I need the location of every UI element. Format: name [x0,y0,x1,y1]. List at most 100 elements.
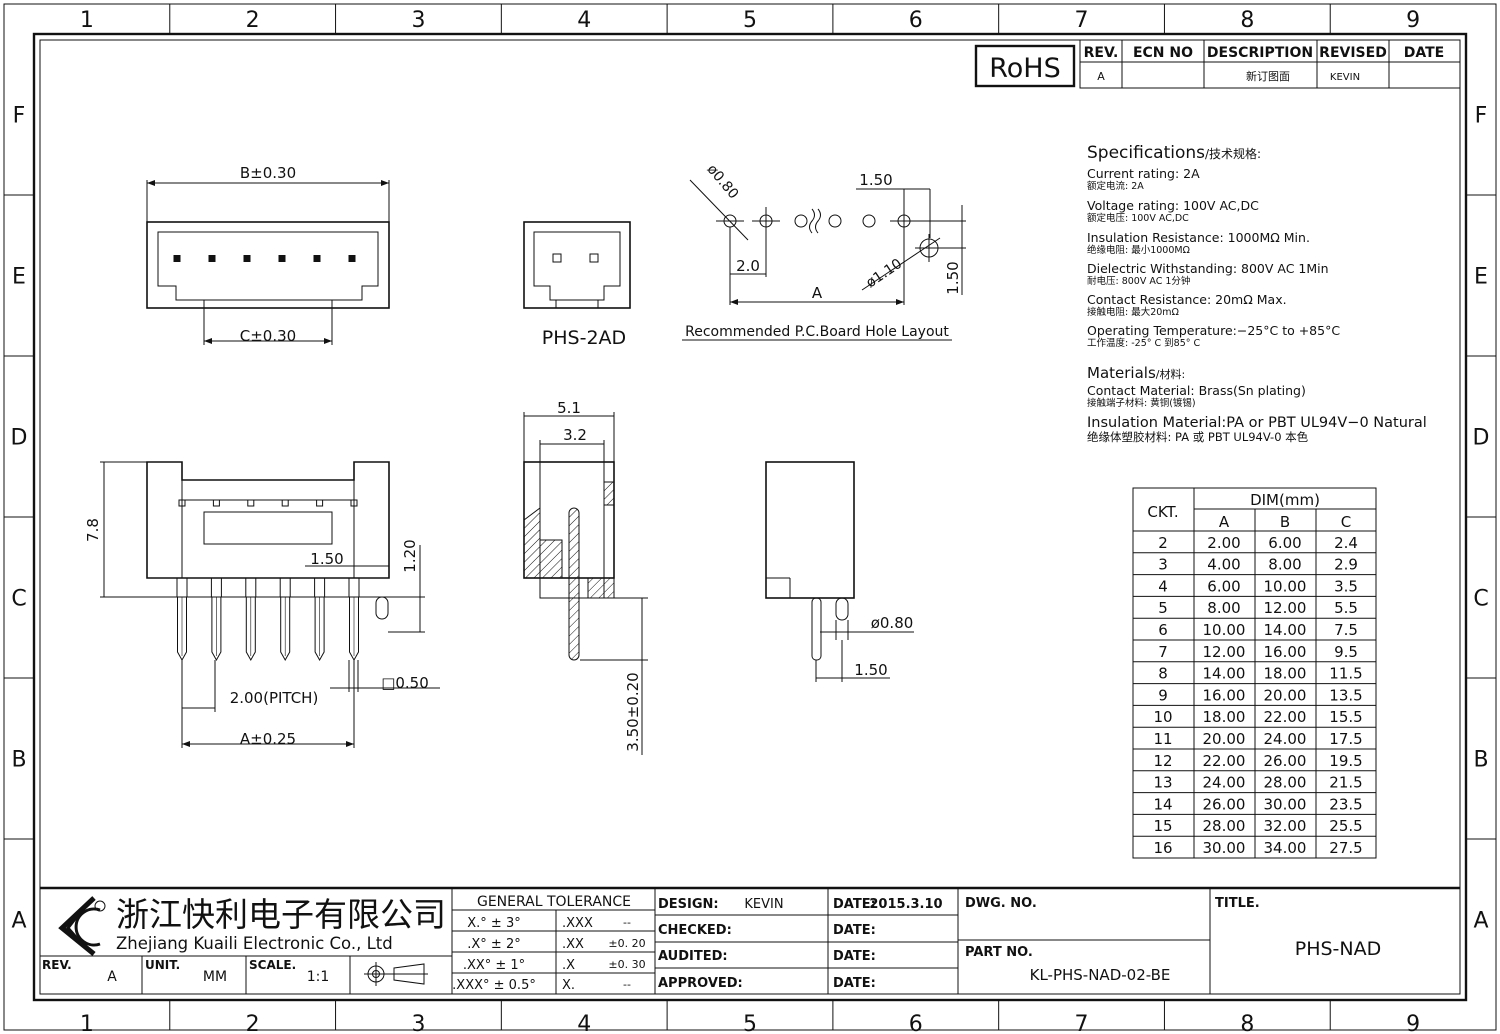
revised-header: REVISED [1319,45,1387,61]
title-label: TITLE. [1215,896,1260,911]
dim-cell: 7.5 [1334,621,1358,639]
spec-item-4-cn: 耐电压: 800V AC 1分钟 [1087,275,1190,287]
tolerance-decimal: .X [562,958,575,973]
dim-cell: 2 [1158,534,1168,552]
zone-col-6-bottom: 6 [909,1012,923,1034]
zone-col-5-top: 5 [743,8,757,33]
dim-cell: 19.5 [1329,752,1362,770]
dim-cell: 25.5 [1329,817,1362,835]
dim-cell: 28.00 [1264,774,1307,792]
front-pin-square: □0.50 [381,674,429,692]
zone-row-B-right: B [1473,748,1488,773]
top-pin-4 [278,255,286,262]
materials-title-cn: /材料: [1156,367,1185,381]
zone-col-1-bottom: 1 [80,1012,94,1034]
tolerance-title: GENERAL TOLERANCE [477,894,631,910]
title-value: PHS-NAD [1295,938,1382,960]
pcb-hole-layout: ø0.80 1.50 2.0 A ø1.10 1.50 Recommended … [682,162,966,341]
spec-item-6-en: Operating Temperature:−25°C to +85°C [1087,323,1340,338]
zone-col-4-bottom: 4 [577,1012,591,1034]
dim-cell: 2.4 [1334,534,1358,552]
zone-col-4-top: 4 [577,8,591,33]
design-label: DESIGN: [658,897,719,912]
side-view-2ad: PHS-2AD [523,221,631,349]
dim-header: DIM(mm) [1250,491,1320,509]
section-tail: 3.50±0.20 [624,672,642,751]
dim-cell: 7 [1158,643,1168,661]
pcb-pitch: 1.50 [859,171,892,189]
revised-value: KEVIN [1330,72,1360,83]
company-name-cn: 浙江快利电子有限公司 [116,895,446,934]
dim-cell: 8.00 [1207,599,1240,617]
zone-row-D-right: D [1473,426,1490,451]
rev-header: REV. [1084,45,1119,61]
dim-cell: 26.00 [1203,795,1246,813]
zone-col-9-top: 9 [1406,8,1420,33]
top-view: B±0.30 C±0.30 [146,164,390,345]
part-value: KL-PHS-NAD-02-BE [1030,966,1171,984]
spec-title: Specifications [1087,143,1205,163]
dim-c: C±0.30 [240,327,296,345]
zone-col-8-top: 8 [1240,8,1254,33]
dim-cell: 14.00 [1264,621,1307,639]
revision-table: REV. ECN NO DESCRIPTION REVISED DATE A 新… [1079,39,1461,89]
spec-item-2-cn: 额定电压: 100V AC,DC [1087,212,1189,224]
dim-cell: 27.5 [1329,839,1362,857]
date-label-4: DATE: [833,976,876,991]
description-header: DESCRIPTION [1207,45,1313,61]
dim-cell: 6.00 [1207,577,1240,595]
date-value: 2015.3.10 [869,897,942,912]
zone-row-D-left: D [11,426,28,451]
scale-value: 1:1 [307,969,330,985]
front-pin-5 [314,597,325,662]
ecn-header: ECN NO [1133,45,1193,61]
dim-cell: 14 [1153,795,1172,813]
spec-item-1-cn: 额定电流: 2A [1087,180,1144,192]
zone-col-3-top: 3 [411,8,425,33]
zone-col-6-top: 6 [909,8,923,33]
zone-row-F-right: F [1475,104,1488,129]
dim-cell: 24.00 [1264,730,1307,748]
checked-label: CHECKED: [658,923,732,938]
right-boss-offset: 1.50 [854,661,887,679]
top-pin-6 [348,255,356,262]
zone-col-2-bottom: 2 [246,1012,260,1034]
audited-label: AUDITED: [658,949,728,964]
rev-value: A [1097,70,1105,83]
material-contact-en: Contact Material: Brass(Sn plating) [1087,383,1306,398]
col-a-header: A [1219,513,1230,531]
rev-label: REV. [42,958,72,972]
spec-item-5-en: Contact Resistance: 20mΩ Max. [1087,292,1287,307]
zone-row-E-left: E [12,265,26,290]
section-view: 5.1 3.2 3.50±0.20 [523,399,648,755]
dim-cell: 8.00 [1268,556,1301,574]
right-boss-dia: ø0.80 [871,614,914,632]
dim-cell: 15 [1153,817,1172,835]
title-block [40,886,1460,994]
boss-dia: ø1.10 [863,256,905,291]
tolerance-angle: .XXX° ± 0.5° [452,978,536,993]
dim-cell: 30.00 [1203,839,1246,857]
zone-col-8-bottom: 8 [1240,1012,1254,1034]
tolerance-angle: .X° ± 2° [467,937,520,952]
dim-cell: 20.00 [1264,686,1307,704]
spec-item-5-cn: 接触电阻: 最大20mΩ [1087,306,1179,318]
description-value: 新订图面 [1246,69,1290,83]
approved-label: APPROVED: [658,976,743,991]
dim-cell: 10 [1153,708,1172,726]
part-label: PART NO. [965,945,1033,960]
hole-dia: ø0.80 [704,162,742,203]
dim-cell: 28.00 [1203,817,1246,835]
dim-cell: 4 [1158,577,1168,595]
zone-col-7-bottom: 7 [1075,1012,1089,1034]
dim-cell: 5.5 [1334,599,1358,617]
zone-col-7-top: 7 [1075,8,1089,33]
projection-symbol-icon [364,962,428,986]
rev-value: A [107,969,117,985]
spec-item-3-cn: 绝缘电阻: 最小1000MΩ [1087,244,1190,256]
dim-cell: 34.00 [1264,839,1307,857]
dim-cell: 9.5 [1334,643,1358,661]
dim-cell: 22.00 [1264,708,1307,726]
